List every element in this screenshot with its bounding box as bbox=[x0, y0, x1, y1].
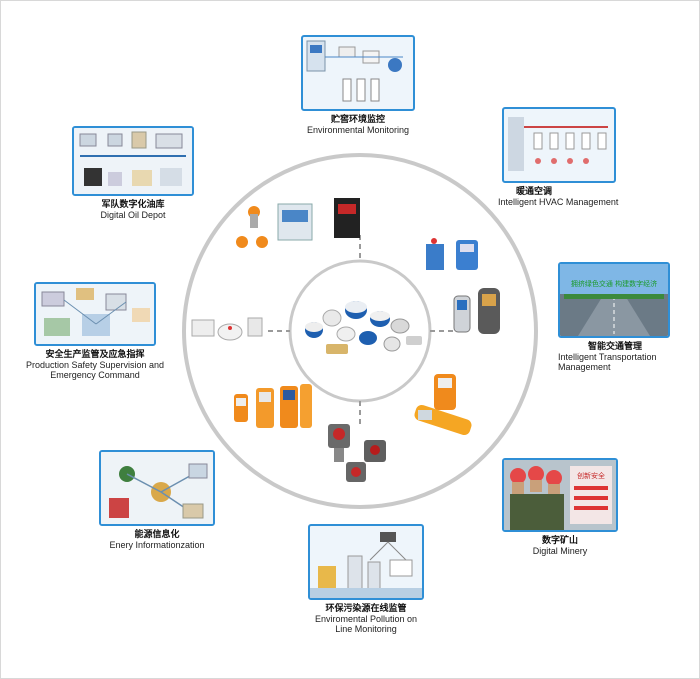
ring-spokes bbox=[268, 235, 456, 428]
handheld-orange-detector-image bbox=[414, 374, 472, 436]
environmental-monitoring-cn: 贮窖环境监控 bbox=[330, 114, 385, 124]
hvac-en: Intelligent HVAC Management bbox=[498, 197, 619, 207]
app-pollution-monitoring[interactable]: 环保污染源在线监管 Enviromental Pollution on Line… bbox=[298, 524, 434, 634]
app-transportation[interactable]: 拥挤绿色交通 构建数字经济 智能交通管理 Intelligent Transpo… bbox=[558, 262, 678, 372]
production-safety-thumbnail bbox=[34, 282, 156, 346]
oil-depot-thumbnail bbox=[72, 126, 194, 196]
sensor-cluster-image bbox=[305, 301, 422, 354]
transportation-en: Intelligent Transportation Management bbox=[558, 352, 657, 372]
app-hvac[interactable]: 暖通空调 Intelligent HVAC Management bbox=[498, 107, 638, 207]
outer-ring bbox=[182, 153, 538, 509]
app-production-safety[interactable]: 安全生产监管及应急指挥 Production Safety Supervisio… bbox=[20, 282, 170, 380]
smoke-detector-image bbox=[191, 317, 263, 341]
pollution-monitoring-thumbnail bbox=[308, 524, 424, 600]
energy-informationization-cn: 能源信息化 bbox=[134, 529, 180, 539]
gas-alarm-controller-image bbox=[236, 198, 360, 248]
digital-minery-en: Digital Minery bbox=[532, 546, 588, 556]
hvac-thumbnail bbox=[502, 107, 616, 183]
wall-detector-image bbox=[426, 238, 478, 270]
oil-depot-en: Digital Oil Depot bbox=[100, 210, 166, 220]
energy-informationization-thumbnail bbox=[99, 450, 215, 526]
fixed-gas-transmitter-image bbox=[328, 424, 386, 482]
pollution-monitoring-en: Enviromental Pollution on Line Monitorin… bbox=[314, 614, 418, 634]
portable-gas-detector-image bbox=[234, 384, 312, 428]
production-safety-en: Production Safety Supervision and Emerge… bbox=[25, 360, 165, 380]
pollution-monitoring-cn: 环保污染源在线监管 bbox=[325, 603, 407, 613]
transportation-cn: 智能交通管理 bbox=[588, 341, 643, 351]
app-digital-minery[interactable]: 创新安全 数字矿山 Digital Minery bbox=[495, 458, 625, 556]
digital-minery-thumbnail: 创新安全 bbox=[502, 458, 618, 532]
hvac-cn: 暖通空调 bbox=[516, 186, 553, 196]
production-safety-cn: 安全生产监管及应急指挥 bbox=[45, 349, 145, 359]
energy-informationization-en: Enery Informationzation bbox=[109, 540, 205, 550]
environmental-monitoring-thumbnail bbox=[301, 35, 415, 111]
handheld-detector-image bbox=[453, 288, 500, 334]
minery-thumbnail-text: 创新安全 bbox=[577, 471, 605, 480]
app-oil-depot[interactable]: 军队数字化油库 Digital Oil Depot bbox=[58, 126, 208, 220]
oil-depot-cn: 军队数字化油库 bbox=[101, 199, 165, 209]
transportation-thumbnail: 拥挤绿色交通 构建数字经济 bbox=[558, 262, 670, 338]
environmental-monitoring-en: Environmental Monitoring bbox=[306, 125, 410, 135]
app-energy-informationization[interactable]: 能源信息化 Enery Informationzation bbox=[82, 450, 232, 550]
transportation-thumbnail-text: 拥挤绿色交通 构建数字经济 bbox=[571, 279, 657, 288]
digital-minery-cn: 数字矿山 bbox=[541, 535, 578, 545]
app-environmental-monitoring[interactable]: 贮窖环境监控 Environmental Monitoring bbox=[273, 35, 443, 135]
